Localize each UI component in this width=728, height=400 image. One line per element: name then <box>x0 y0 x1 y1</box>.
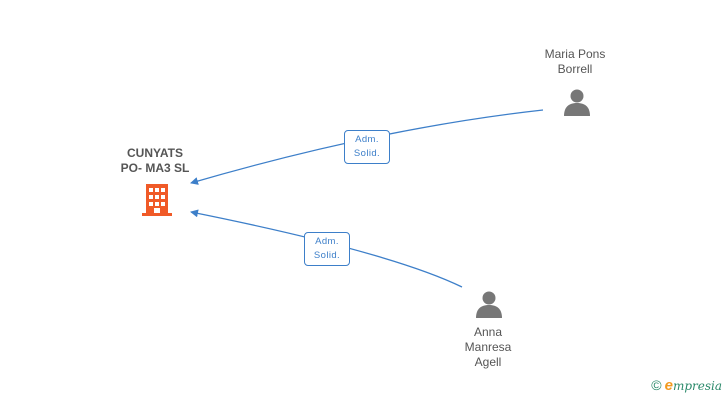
relation-label-line: Solid. <box>313 250 341 261</box>
building-icon[interactable] <box>142 184 172 216</box>
company-name-line: PO- MA3 SL <box>120 161 190 175</box>
relation-label-box[interactable]: Adm. Solid. <box>304 232 350 266</box>
person-icon[interactable] <box>564 89 590 117</box>
relation-label-line: Adm. <box>315 236 339 247</box>
relation-label-box[interactable]: Adm. Solid. <box>344 130 390 164</box>
person-icon[interactable] <box>476 291 502 319</box>
person-name-line: Anna <box>473 325 503 339</box>
person-name-maria[interactable]: Maria Pons Borrell <box>525 47 625 77</box>
edge-anna-to-company <box>190 209 463 288</box>
person-name-line: Manresa <box>464 340 512 354</box>
person-name-line: Borrell <box>557 62 593 76</box>
person-name-line: Maria Pons <box>544 47 606 61</box>
relation-label-line: Solid. <box>353 148 381 159</box>
person-name-line: Agell <box>474 355 502 369</box>
empresia-watermark: ©empresia <box>651 377 722 394</box>
company-name[interactable]: CUNYATS PO- MA3 SL <box>95 146 215 176</box>
brand-name: mpresia <box>672 379 722 393</box>
brand-initial: e <box>664 377 673 394</box>
copyright-icon: © <box>651 377 662 393</box>
person-name-anna[interactable]: Anna Manresa Agell <box>438 325 538 370</box>
relation-label-line: Adm. <box>355 134 379 145</box>
company-name-line: CUNYATS <box>126 146 183 160</box>
